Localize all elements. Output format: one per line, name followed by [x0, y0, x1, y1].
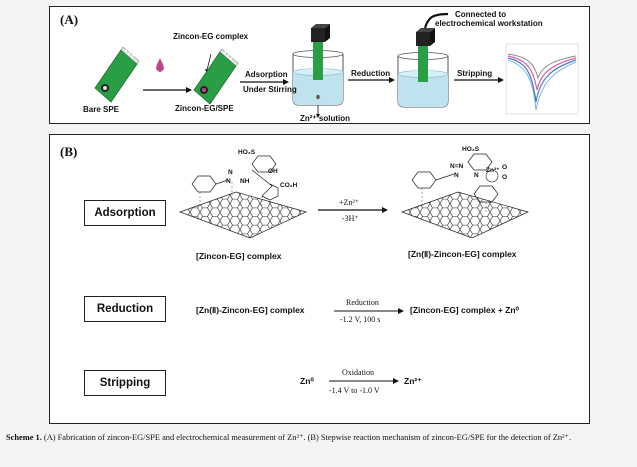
caption-label: Scheme 1. — [6, 433, 42, 442]
arrow-stripping — [329, 378, 399, 384]
scheme-caption: Scheme 1. (A) Fabrication of zincon-EG/S… — [6, 432, 630, 443]
mol-n2-label: N — [226, 178, 231, 185]
mol-right-nn-label: N=N — [450, 163, 464, 170]
mol-right-o2-label: O — [502, 174, 508, 181]
mol-right-zn-label: Zn²⁺ — [486, 167, 500, 174]
panel-b-label: (B) — [60, 144, 78, 159]
caption-text: (A) Fabrication of zincon-EG/SPE and ele… — [43, 433, 572, 442]
reduction-arrow-bottom: -1.2 V, 100 s — [340, 315, 381, 324]
arrow-reduction — [334, 308, 404, 314]
arrow-modify — [143, 87, 192, 93]
graphene-sheet-right — [400, 153, 529, 239]
stripping-label-a: Stripping — [457, 69, 493, 78]
adsorption-label: Adsorption — [245, 70, 288, 79]
reduction-right-text: [Zincon-EG] complex + Zn⁰ — [410, 305, 519, 315]
connected-label-2: electrochemical workstation — [435, 19, 543, 28]
adsorption-arrow-top: +Zn²⁺ — [339, 198, 360, 207]
modified-spe-electrode — [193, 48, 239, 105]
mol-right-so3h-label: HO₃S — [462, 146, 480, 153]
mol-co2h-label: CO₂H — [280, 182, 298, 189]
stripping-left-text: Zn⁰ — [300, 376, 314, 386]
mol-right-n2-label: N — [454, 172, 459, 179]
zn-solution-label: Zn²⁺ solution — [300, 114, 350, 123]
zincon-eg-complex-label: [Zincon-EG] complex — [196, 251, 282, 261]
stripping-arrow-bottom: -1.4 V to -1.0 V — [329, 386, 380, 395]
connected-label-1: Connected to — [455, 10, 507, 19]
mol-right-n3-label: N — [474, 172, 479, 179]
beaker-reduction — [397, 12, 449, 108]
mol-right-o1-label: O — [502, 164, 508, 171]
step-reduction-box: Reduction — [84, 296, 166, 322]
zn-zincon-eg-complex-label: [Zn(Ⅱ)-Zincon-EG] complex — [408, 249, 517, 259]
voltammogram-plot — [505, 43, 579, 115]
adsorption-arrow-bottom: -3H⁺ — [342, 214, 359, 223]
reduction-arrow-top: Reduction — [346, 298, 379, 307]
zincon-complex-label: Zincon-EG complex — [173, 32, 249, 41]
step-stripping-box: Stripping — [84, 370, 166, 396]
reduction-label-a: Reduction — [351, 69, 391, 78]
under-stirring-label: Under Stirring — [243, 85, 297, 94]
arrow-adsorption — [318, 207, 388, 213]
panel-a-label: (A) — [60, 12, 79, 27]
zincon-spe-label: Zincon-EG/SPE — [175, 104, 234, 113]
zincon-drop-icon — [156, 58, 164, 72]
mol-nh-label: NH — [240, 178, 250, 185]
bare-spe-label: Bare SPE — [83, 105, 120, 114]
reduction-left-text: [Zn(Ⅱ)-Zincon-EG] complex — [196, 305, 305, 315]
mol-so3h-label: HO₃S — [238, 149, 256, 156]
stripping-arrow-top: Oxidation — [342, 368, 374, 377]
mol-oh-label: OH — [268, 168, 278, 175]
beaker-adsorption — [292, 24, 344, 118]
step-adsorption-box: Adsorption — [84, 200, 166, 226]
stripping-right-text: Zn²⁺ — [404, 376, 422, 386]
bare-spe-electrode — [94, 46, 140, 103]
mol-n1-label: N — [228, 169, 233, 176]
graphene-sheet-left — [178, 155, 307, 239]
